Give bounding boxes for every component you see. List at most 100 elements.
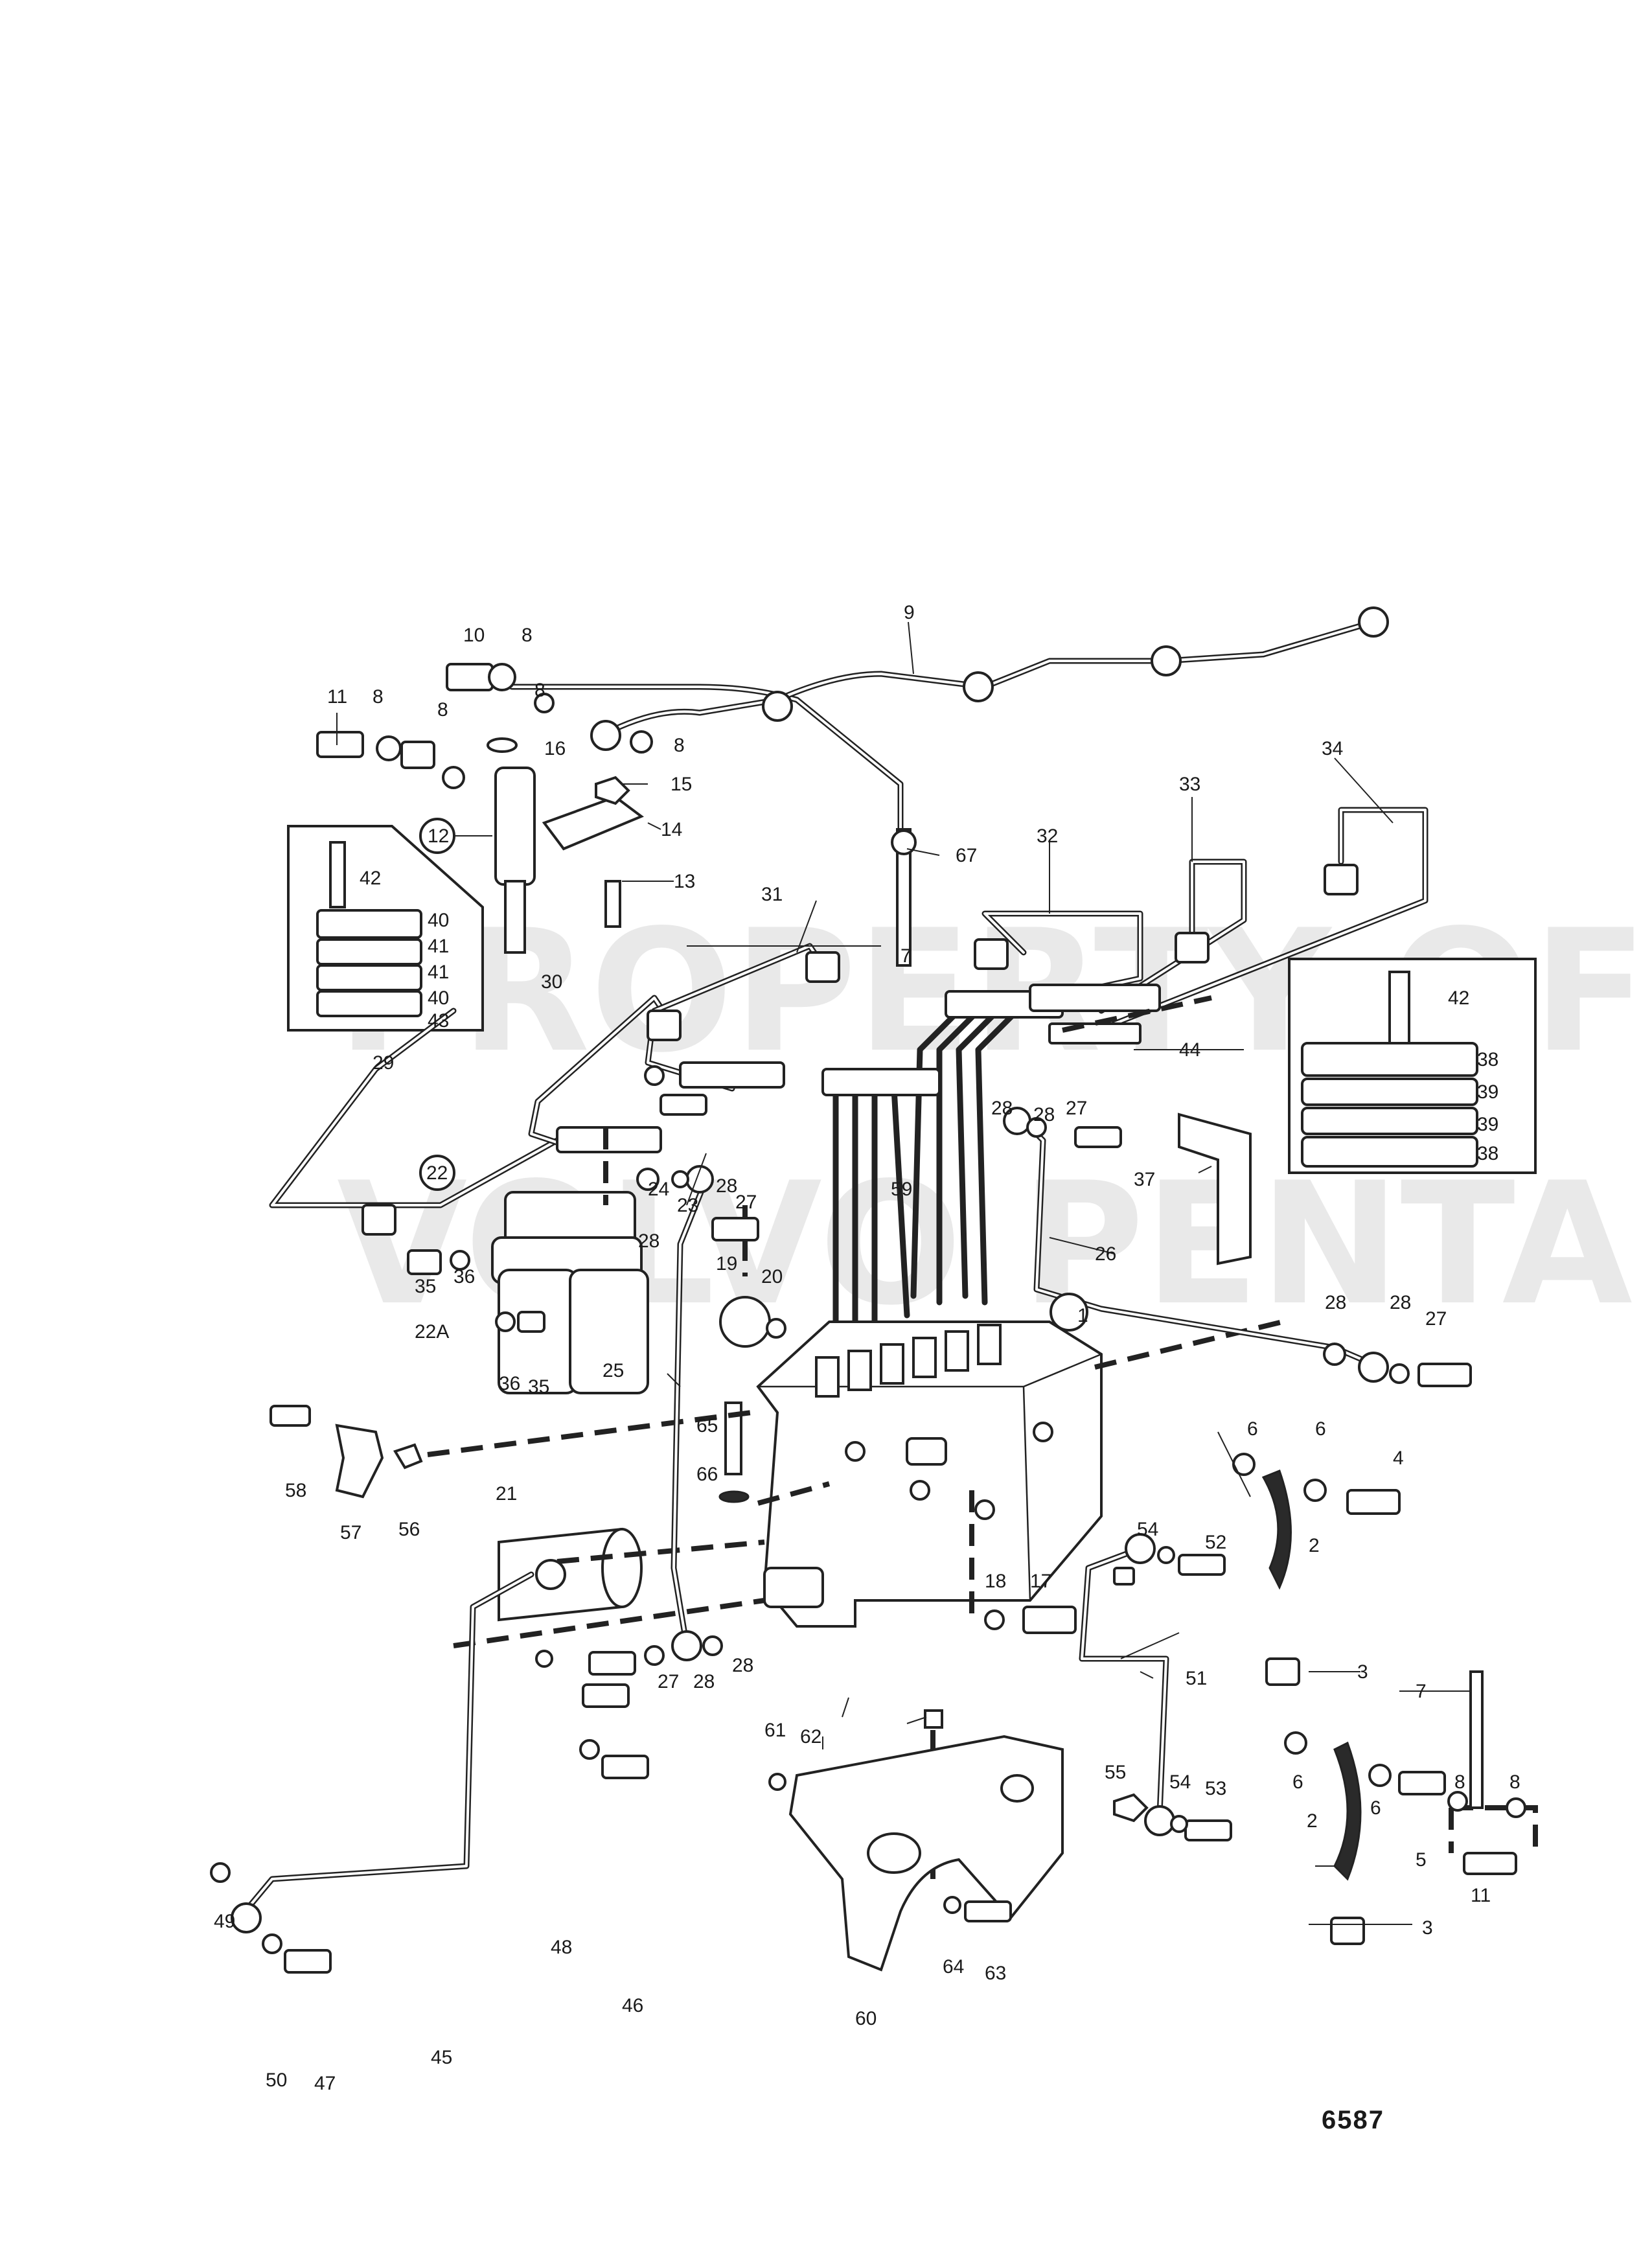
part-label: 6 [1315, 1418, 1326, 1440]
return-pipe-assembly [446, 606, 1389, 967]
clamp-plate [1048, 1022, 1141, 1044]
seal-washer [535, 1650, 553, 1668]
part-label: 28 [1033, 1104, 1055, 1125]
clamp-half-upper [1301, 1042, 1478, 1077]
filter-cartridge [569, 1269, 649, 1394]
banjo-bolt [446, 663, 494, 691]
part-label: 2 [1309, 1535, 1320, 1556]
part-label: 20 [761, 1266, 783, 1287]
part-label: 62 [800, 1726, 821, 1747]
part-label: 42 [1448, 987, 1469, 1009]
seal-washer [1303, 1479, 1327, 1502]
callout-circle [419, 1155, 455, 1191]
part-label: 8 [522, 625, 533, 646]
part-label: 21 [496, 1483, 517, 1505]
part-label: 25 [602, 1360, 624, 1381]
nut [1113, 1567, 1135, 1586]
part-label: 26 [1095, 1243, 1116, 1265]
clamp-nut [595, 776, 630, 805]
part-label: 41 [428, 962, 449, 983]
seal-washer [644, 1065, 665, 1086]
union-nut [1324, 864, 1359, 895]
banjo-bolt [588, 1651, 636, 1676]
part-label: 40 [428, 987, 449, 1009]
seal-washer [1389, 1363, 1410, 1384]
seal-washer [1232, 1453, 1256, 1476]
part-label: 37 [1134, 1169, 1155, 1190]
part-label: 52 [1205, 1532, 1226, 1553]
pipe-clamp [891, 829, 917, 855]
part-label: 3 [1422, 1917, 1433, 1939]
part-label: 29 [373, 1052, 394, 1074]
small-parts [270, 1405, 423, 1499]
pump-outlet [977, 1324, 1002, 1365]
pipe-clamp [821, 1068, 941, 1096]
governor-cap [906, 1437, 947, 1466]
fuel-filter-assembly [407, 1191, 649, 1394]
seal-washer [644, 1645, 665, 1666]
part-label: 28 [1390, 1292, 1411, 1313]
seal-washer [442, 766, 465, 789]
seal-washer [1284, 1731, 1307, 1755]
part-label: 55 [1105, 1762, 1126, 1783]
pump-outlet [945, 1330, 969, 1372]
part-label: 57 [340, 1522, 361, 1543]
part-label: 42 [360, 868, 381, 889]
part-label: 59 [891, 1179, 912, 1200]
part-label: 46 [622, 1995, 643, 2016]
bracket-bolt [964, 1900, 1012, 1922]
pipe-clamp [1029, 984, 1161, 1012]
banjo-fitting [1358, 606, 1389, 638]
seal-washer [376, 735, 402, 761]
part-label: 66 [696, 1464, 718, 1485]
pump-outlet [912, 1337, 937, 1378]
hoses [984, 1453, 1526, 1945]
seal-washer [262, 1933, 282, 1954]
part-label: 27 [658, 1671, 679, 1692]
part-label: 24 [648, 1179, 669, 1200]
leak-off-pipe [1469, 1670, 1484, 1809]
injector-body [494, 767, 536, 886]
hose-lower [1333, 1741, 1362, 1881]
hose-upper [1261, 1470, 1292, 1590]
bracket-hole [867, 1832, 921, 1874]
part-label: 44 [1179, 1039, 1200, 1061]
banjo-fitting [1144, 1805, 1175, 1836]
seal-washer [702, 1635, 723, 1656]
seal-washer [1170, 1815, 1188, 1833]
seal-washer [630, 730, 653, 754]
seal-washer [766, 1318, 786, 1339]
part-label: 34 [1322, 738, 1343, 759]
delivery-pipes [269, 807, 1428, 1338]
part-label: 36 [453, 1266, 475, 1287]
clamp-grommet [316, 964, 422, 991]
part-label: 27 [1425, 1308, 1447, 1330]
seal-washer [450, 1250, 470, 1271]
pump-outlet [815, 1356, 840, 1398]
banjo-bolt [284, 1949, 332, 1974]
part-label: 39 [1477, 1081, 1498, 1103]
banjo-fitting [231, 1902, 262, 1933]
part-label: 63 [985, 1963, 1006, 1984]
seal-washer [488, 663, 516, 691]
seal-washer [495, 1311, 516, 1332]
union-nut [647, 1009, 682, 1041]
part-label: 27 [1066, 1098, 1087, 1119]
clamp-detail-right [1288, 958, 1537, 1174]
pipe-clip [335, 1424, 384, 1499]
part-label: 17 [1030, 1571, 1051, 1592]
clip-bolt [270, 1405, 311, 1427]
part-label: 47 [314, 2073, 336, 2094]
pump-bracket [768, 1113, 1252, 1972]
part-label: 30 [541, 971, 562, 993]
pump-port [1033, 1422, 1053, 1442]
seal-washer [636, 1168, 660, 1191]
part-label: 27 [735, 1192, 757, 1213]
clamp-half-lower [1301, 1136, 1478, 1168]
pump-outlet [880, 1343, 904, 1385]
pump-port [910, 1480, 930, 1501]
part-label: 8 [1454, 1771, 1465, 1793]
part-label: 18 [985, 1571, 1006, 1592]
